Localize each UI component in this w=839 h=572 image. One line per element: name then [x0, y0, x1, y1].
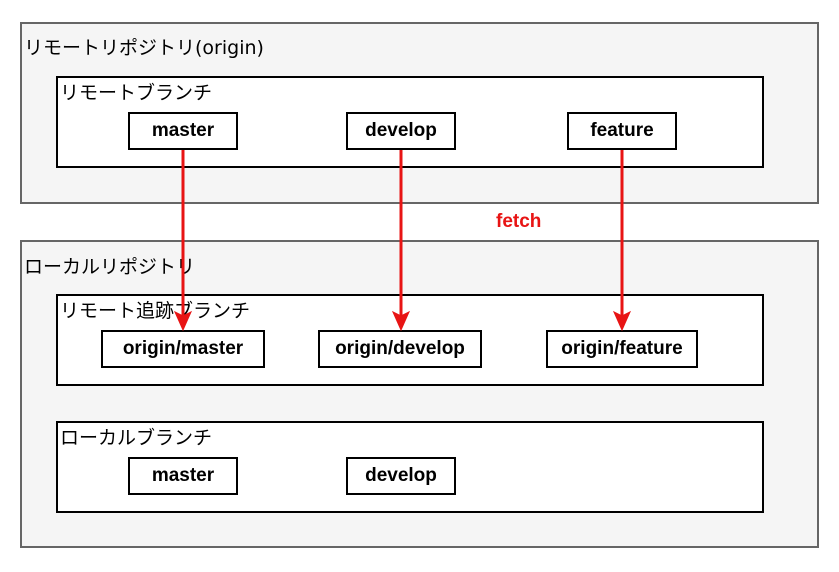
fetch-label: fetch [496, 211, 542, 232]
local-repository-title: ローカルリポジトリ [24, 256, 196, 278]
local-branches-title: ローカルブランチ [60, 427, 213, 449]
remote-repository-title: リモートリポジトリ(origin) [24, 37, 264, 59]
tracking-branches-title: リモート追跡ブランチ [60, 300, 251, 322]
local-branch-develop[interactable]: develop [346, 457, 456, 495]
remote-branch-develop[interactable]: develop [346, 112, 456, 150]
remote-branch-feature[interactable]: feature [567, 112, 677, 150]
remote-branch-master[interactable]: master [128, 112, 238, 150]
tracking-branch-origin-feature[interactable]: origin/feature [546, 330, 698, 368]
tracking-branch-origin-master[interactable]: origin/master [101, 330, 265, 368]
tracking-branch-origin-develop[interactable]: origin/develop [318, 330, 482, 368]
local-branch-master[interactable]: master [128, 457, 238, 495]
remote-branches-title: リモートブランチ [60, 82, 213, 104]
